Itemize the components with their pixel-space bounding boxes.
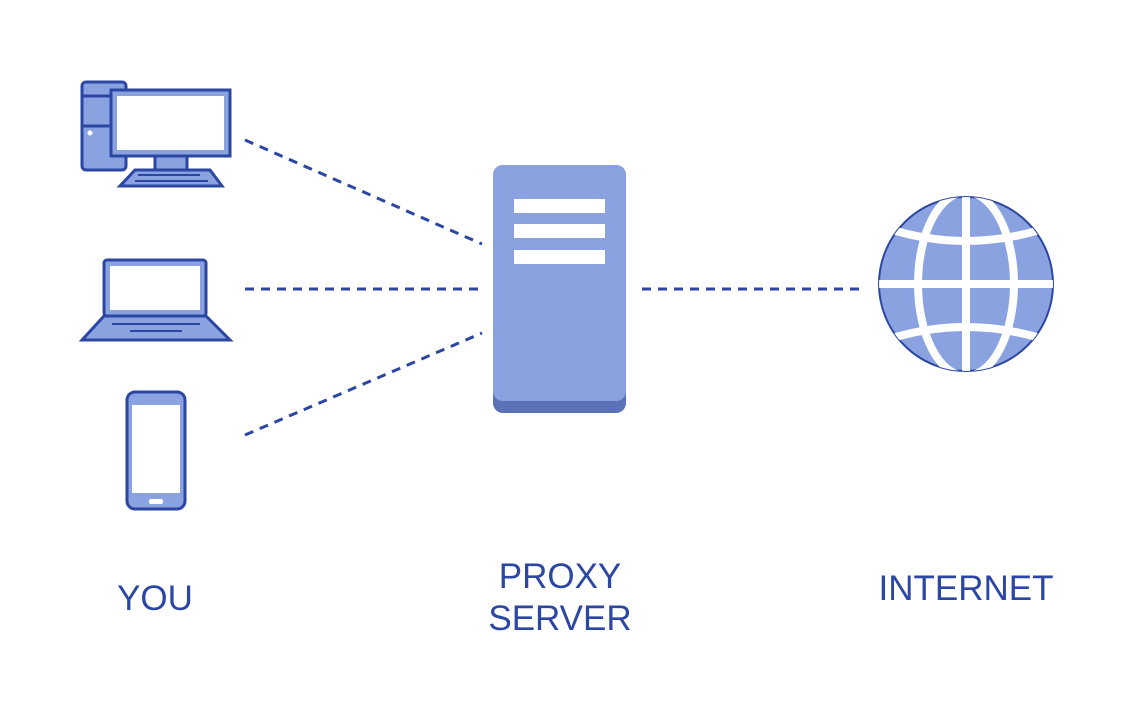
label-proxy-server: PROXY SERVER bbox=[460, 556, 660, 640]
connector-desktop-proxy bbox=[244, 138, 483, 246]
label-proxy-line1: PROXY bbox=[498, 557, 622, 596]
server-icon bbox=[493, 165, 626, 413]
label-proxy-line2: SERVER bbox=[488, 599, 632, 638]
globe-icon bbox=[878, 196, 1054, 372]
connector-phone-proxy bbox=[244, 331, 483, 437]
laptop-icon bbox=[78, 258, 234, 342]
label-you: YOU bbox=[117, 579, 193, 618]
desktop-computer-icon bbox=[80, 80, 232, 188]
label-internet: INTERNET bbox=[878, 569, 1054, 608]
smartphone-icon bbox=[125, 390, 187, 511]
